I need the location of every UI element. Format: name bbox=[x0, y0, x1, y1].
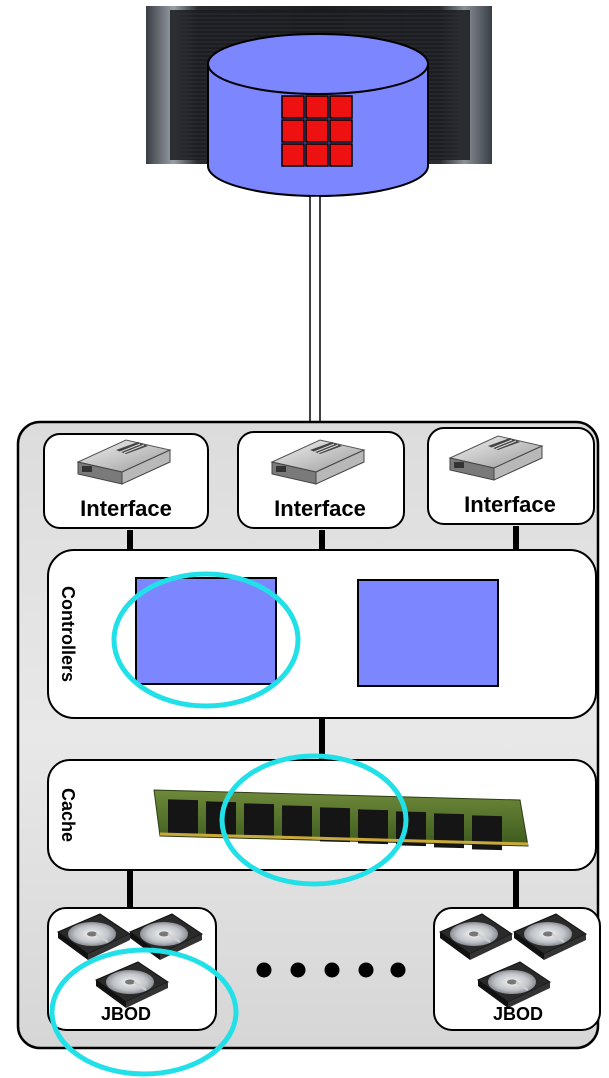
jbod-enclosure-2: JBOD bbox=[433, 907, 601, 1031]
cache-label: Cache bbox=[58, 788, 78, 842]
interface-label: Interface bbox=[464, 492, 556, 517]
interface-label: Interface bbox=[80, 496, 172, 521]
interface-card-1: Interface bbox=[43, 433, 209, 529]
grid-cell bbox=[281, 95, 305, 119]
grid-cell bbox=[305, 119, 329, 143]
memory-chip bbox=[472, 815, 502, 851]
ram-module-icon bbox=[153, 789, 529, 851]
cache-highlight-ring bbox=[219, 753, 409, 887]
memory-chip bbox=[320, 807, 350, 843]
grid-cell bbox=[281, 119, 305, 143]
interface-label: Interface bbox=[274, 496, 366, 521]
grid-cell bbox=[305, 143, 329, 167]
memory-chip bbox=[434, 813, 464, 849]
grid-cell bbox=[329, 95, 353, 119]
memory-chip bbox=[282, 805, 312, 841]
grid-cell bbox=[281, 143, 305, 167]
interface-card-3: Interface bbox=[427, 427, 595, 525]
cache-panel: Cache bbox=[47, 759, 597, 871]
memory-chip bbox=[358, 809, 388, 845]
memory-chip bbox=[244, 803, 274, 839]
database-grid-icon bbox=[281, 95, 353, 167]
controllers-panel: Controllers bbox=[47, 549, 597, 719]
jbod-highlight-ring bbox=[49, 947, 239, 1077]
controllers-label: Controllers bbox=[58, 586, 78, 682]
internal-bus bbox=[127, 526, 519, 908]
jbod-label: JBOD bbox=[493, 1004, 543, 1024]
interface-card-2: Interface bbox=[237, 431, 405, 529]
controller-highlight-ring bbox=[111, 571, 301, 709]
controller-unit-1 bbox=[135, 577, 277, 685]
jbod-enclosure-1: JBOD bbox=[47, 907, 217, 1031]
grid-cell bbox=[329, 119, 353, 143]
controller-unit-2 bbox=[357, 579, 499, 687]
highlight-rings bbox=[49, 571, 409, 1077]
grid-cell bbox=[305, 95, 329, 119]
more-jbods-ellipsis bbox=[256, 962, 406, 978]
memory-chip bbox=[168, 799, 198, 835]
host-connection-cable bbox=[309, 195, 321, 425]
grid-cell bbox=[329, 143, 353, 167]
database-cylinder-icon bbox=[207, 33, 429, 197]
jbod-label: JBOD bbox=[101, 1004, 151, 1024]
